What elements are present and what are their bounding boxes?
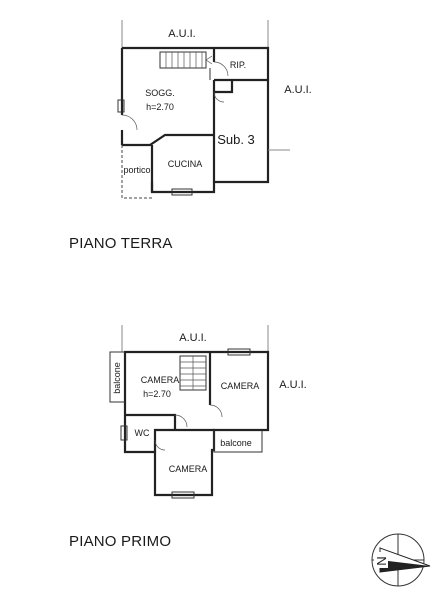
room-camera-bottom-label: CAMERA (169, 464, 208, 474)
ground-aui-top: A.U.I. (168, 28, 196, 40)
portico-outline (121, 145, 152, 199)
room-camera-main-label: CAMERA (141, 375, 180, 385)
room-camera-main-height: h=2.70 (143, 389, 171, 399)
first-floor-plan: A.U.I. A.U.I. CAMERA h=2.70 CAMERA CAMER… (69, 325, 307, 550)
room-sogg-label: SOGG. (145, 88, 175, 98)
room-sub3-label: Sub. 3 (217, 132, 255, 147)
first-floor-title: PIANO PRIMO (69, 533, 171, 550)
first-outer-wall (123, 350, 270, 497)
balcone-right-outline (213, 430, 263, 453)
room-balcone-left-label: balcone (112, 362, 122, 394)
north-letter: N (374, 556, 389, 565)
ground-stairs (159, 51, 213, 80)
room-balcone-right-label: balcone (220, 438, 252, 448)
first-aui-right: A.U.I. (279, 379, 307, 391)
ground-aui-right: A.U.I. (284, 84, 312, 96)
room-rip-label: RIP. (230, 60, 246, 70)
room-camera-right-label: CAMERA (221, 381, 260, 391)
room-sogg-height: h=2.70 (146, 102, 174, 112)
ground-floor-title: PIANO TERRA (69, 235, 173, 252)
first-aui-top: A.U.I. (179, 332, 207, 344)
balcone-left-outline (109, 351, 125, 403)
room-wc-label: WC (135, 428, 150, 438)
first-stairs (179, 355, 207, 391)
room-portico-label: portico (123, 165, 150, 175)
ground-floor-plan: A.U.I. A.U.I. SOGG. h=2.70 RIP. Sub. 3 C… (69, 20, 312, 252)
north-arrow-icon: N (371, 533, 431, 587)
room-cucina-label: CUCINA (168, 159, 203, 169)
